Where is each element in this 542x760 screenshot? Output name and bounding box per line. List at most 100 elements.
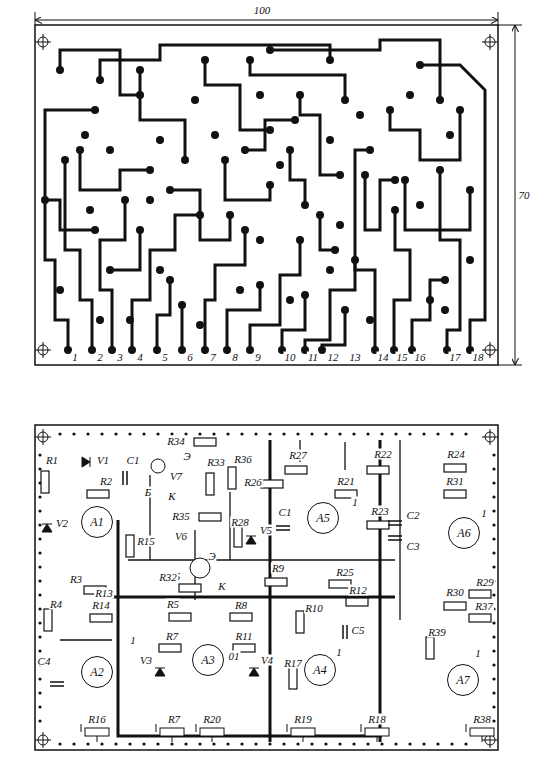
semiconductor-label: V1 — [96, 455, 110, 466]
transistor-symbol — [151, 459, 165, 473]
copper-trace — [440, 170, 460, 350]
amplifier-label: A3 — [201, 653, 214, 668]
solder-pad — [326, 136, 334, 144]
resistor-symbol — [230, 613, 252, 621]
copper-trace — [205, 230, 245, 350]
amplifier-label: A1 — [90, 515, 103, 530]
resistor-label: R22 — [373, 449, 393, 460]
pad-dot — [492, 565, 495, 568]
copper-trace — [412, 280, 445, 350]
capacitor-label: C3 — [406, 541, 421, 552]
semiconductor-label: V7 — [169, 471, 183, 482]
solder-pad — [386, 106, 394, 114]
pad-dot — [282, 432, 285, 435]
pad-dot — [492, 719, 495, 722]
solder-pad — [56, 286, 64, 294]
pad-dot — [38, 495, 41, 498]
pin-number: 1 — [351, 497, 359, 508]
semiconductor-label: V3 — [139, 655, 153, 666]
solder-pad — [146, 166, 154, 174]
capacitor-label: C2 — [406, 510, 421, 521]
solder-pad — [351, 256, 359, 264]
solder-pad — [456, 106, 464, 114]
pad-dot — [464, 432, 467, 435]
amplifier-circle: A4 — [304, 654, 336, 686]
solder-pad — [106, 266, 114, 274]
pad-dot — [492, 649, 495, 652]
solder-pad — [96, 76, 104, 84]
resistor-label: R37 — [474, 601, 494, 612]
resistor-label: R34 — [166, 436, 186, 447]
diode-symbol — [82, 457, 90, 467]
pad-dot — [492, 663, 495, 666]
copper-trace — [45, 110, 95, 350]
resistor-symbol — [469, 590, 491, 598]
copper-trace — [132, 215, 200, 350]
solder-pad — [391, 176, 399, 184]
pad-dot — [38, 453, 41, 456]
solder-pad — [146, 196, 154, 204]
solder-pad — [241, 146, 249, 154]
solder-pad — [106, 146, 114, 154]
pad-dot — [38, 649, 41, 652]
resistor-symbol — [426, 637, 434, 659]
capacitor-symbol — [123, 471, 127, 485]
solder-pad — [76, 146, 84, 154]
amplifier-circle: A6 — [448, 517, 480, 549]
copper-trace — [365, 175, 395, 230]
pad-dot — [38, 719, 41, 722]
copper-trace — [320, 215, 335, 250]
pin-number: 8 — [231, 352, 239, 363]
pad-dot — [212, 432, 215, 435]
terminal-letter: К — [167, 491, 176, 502]
pad-dot — [324, 742, 327, 745]
pad-dot — [100, 432, 103, 435]
amplifier-circle: A7 — [447, 664, 479, 696]
pad-dot — [268, 742, 271, 745]
pad-dot — [492, 453, 495, 456]
pin-number: 14 — [377, 352, 390, 363]
solder-pad — [126, 316, 134, 324]
pad-dot — [226, 432, 229, 435]
solder-pad — [391, 206, 399, 214]
solder-pad — [276, 161, 284, 169]
copper-trace — [80, 150, 150, 190]
resistor-label: R30 — [445, 587, 465, 598]
resistor-label: R36 — [233, 454, 253, 465]
resistor-label: R38 — [472, 714, 492, 725]
copper-trace — [420, 65, 485, 350]
solder-pad — [466, 256, 474, 264]
pad-dot — [380, 742, 383, 745]
solder-pad — [226, 211, 234, 219]
solder-pad — [286, 146, 294, 154]
solder-pad — [181, 156, 189, 164]
pin-number: 16 — [414, 352, 427, 363]
solder-pad — [81, 131, 89, 139]
pad-dot — [38, 691, 41, 694]
pad-dot — [268, 432, 271, 435]
solder-pad — [416, 61, 424, 69]
resistor-symbol — [90, 614, 112, 622]
resistor-symbol — [206, 473, 214, 495]
pad-dot — [338, 432, 341, 435]
pad-dot — [282, 742, 285, 745]
trimmer-symbol — [291, 728, 315, 736]
solder-pad — [256, 281, 264, 289]
copper-trace — [45, 200, 95, 230]
solder-pad — [121, 196, 129, 204]
wire — [118, 520, 382, 736]
pad-dot — [212, 742, 215, 745]
resistor-symbol — [261, 480, 283, 488]
solder-pad — [91, 226, 99, 234]
pad-dot — [114, 742, 117, 745]
pad-dot — [310, 742, 313, 745]
pad-dot — [338, 742, 341, 745]
pad-dot — [128, 432, 131, 435]
pad-dot — [366, 742, 369, 745]
capacitor-symbol — [276, 526, 290, 530]
pad-dot — [450, 432, 453, 435]
solder-pad — [291, 116, 299, 124]
pad-dot — [72, 742, 75, 745]
copper-trace — [300, 95, 340, 175]
